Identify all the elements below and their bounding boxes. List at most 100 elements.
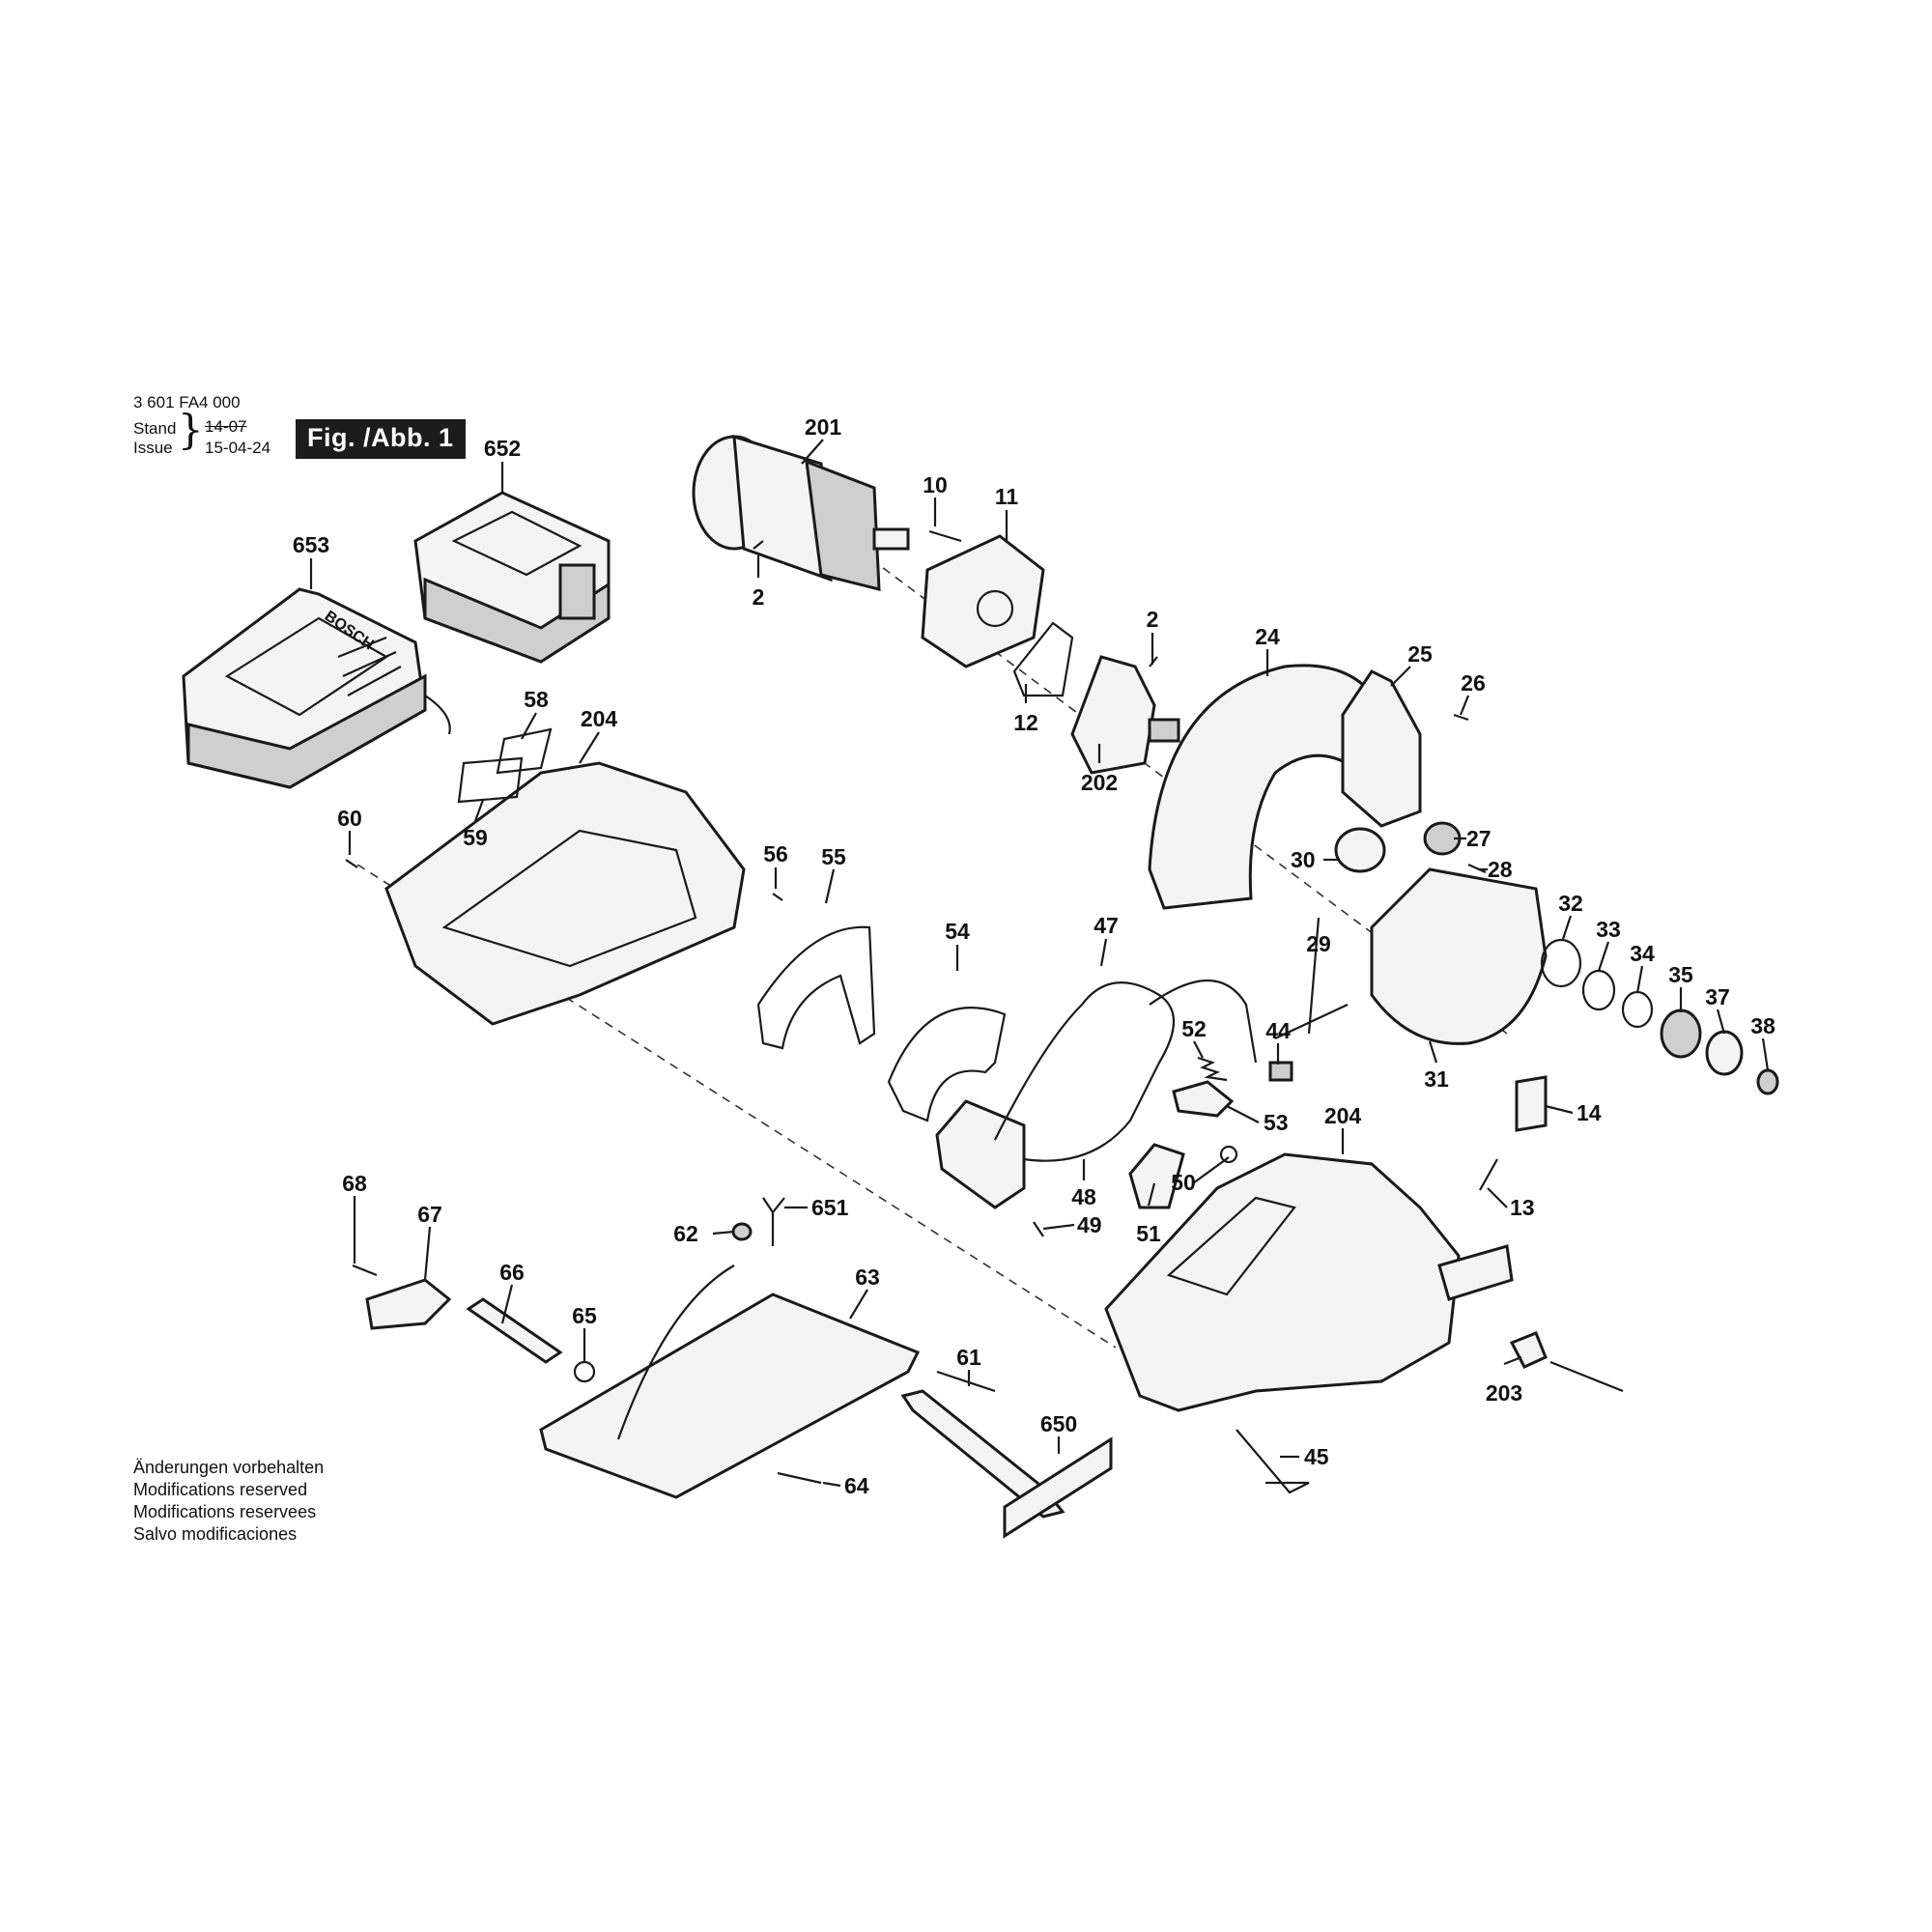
battery-pack-part <box>413 491 611 664</box>
screw-2a-part <box>753 540 764 550</box>
screw-10-part <box>928 529 962 543</box>
label-58: 58 <box>524 687 549 712</box>
screw-28-part <box>1467 863 1487 874</box>
circlip-part <box>1581 969 1616 1011</box>
label-24: 24 <box>1255 624 1280 649</box>
label-204a: 204 <box>581 706 618 731</box>
label-12: 12 <box>1013 710 1038 735</box>
modification-notes: Änderungen vorbehalten Modifications res… <box>133 1457 324 1546</box>
base-plate-part <box>539 1293 921 1499</box>
label-14: 14 <box>1577 1100 1602 1125</box>
washer-part <box>1621 990 1654 1029</box>
gear-housing-bore <box>976 589 1014 628</box>
label-47: 47 <box>1094 913 1119 938</box>
trigger-part <box>1128 1143 1185 1209</box>
label-68: 68 <box>342 1171 367 1196</box>
torsion-spring-part <box>1219 1145 1238 1164</box>
label-32: 32 <box>1558 891 1583 916</box>
issue-label: Issue <box>133 439 173 457</box>
ring-part <box>1540 938 1582 988</box>
screw-26-part <box>1453 713 1469 722</box>
label-35: 35 <box>1668 962 1693 987</box>
gearbox-part <box>1070 655 1156 775</box>
motor-part <box>692 434 910 591</box>
compression-spring-part <box>1197 1056 1228 1082</box>
label-54: 54 <box>945 919 970 944</box>
screw-part <box>777 1471 822 1485</box>
flange-part <box>1660 1009 1702 1059</box>
lock-off-button-part <box>1172 1080 1235 1118</box>
connector-part <box>1268 1061 1293 1082</box>
label-31: 31 <box>1424 1066 1449 1092</box>
gasket-part <box>1012 621 1074 697</box>
cable-holder-tip <box>1549 1360 1624 1393</box>
label-66: 66 <box>499 1260 525 1285</box>
assembly-axis-main <box>356 864 1117 1349</box>
label-10: 10 <box>923 472 948 497</box>
switch-part <box>935 1099 1026 1209</box>
label-26: 26 <box>1461 670 1486 696</box>
label-34: 34 <box>1630 941 1655 966</box>
label-45: 45 <box>1304 1444 1329 1469</box>
label-37: 37 <box>1705 984 1730 1009</box>
spring-rod-part <box>1274 1004 1349 1039</box>
note-fr: Modifications reservees <box>133 1502 317 1521</box>
figure-label: Fig. /Abb. 1 <box>296 419 466 459</box>
label-plate-part <box>496 727 553 775</box>
label-49: 49 <box>1077 1212 1102 1237</box>
label-64: 64 <box>844 1473 869 1498</box>
guard-bracket-part <box>1341 669 1422 828</box>
parallel-guide-fence-part <box>1003 1436 1113 1539</box>
label-653: 653 <box>293 532 329 557</box>
issue-date: 15-04-24 <box>205 439 271 457</box>
label-50: 50 <box>1171 1170 1196 1195</box>
bushing-part <box>1334 827 1386 873</box>
label-2a: 2 <box>753 584 765 610</box>
housing-shell-left-detail <box>441 829 697 968</box>
nameplate-part <box>457 756 524 804</box>
drawing-number: 3 601 FA4 000 <box>133 393 241 412</box>
stand-label: Stand <box>133 419 177 438</box>
label-27: 27 <box>1466 826 1492 851</box>
label-29: 29 <box>1306 931 1331 956</box>
note-en: Modifications reserved <box>133 1480 308 1499</box>
label-33: 33 <box>1596 917 1621 942</box>
label-202: 202 <box>1081 770 1118 795</box>
support-plate-part <box>887 1007 1007 1122</box>
parallel-guide-part <box>900 1389 1065 1519</box>
label-201: 201 <box>805 414 842 440</box>
label-53: 53 <box>1264 1110 1289 1135</box>
wing-screw-part <box>762 1197 785 1246</box>
gear-housing-part <box>921 534 1045 668</box>
screw-56-part <box>772 893 783 901</box>
label-2b: 2 <box>1147 607 1159 632</box>
label-63: 63 <box>855 1264 880 1290</box>
label-48: 48 <box>1071 1184 1096 1209</box>
hex-key-part <box>1236 1429 1310 1494</box>
brace-symbol: } <box>178 406 204 453</box>
clamping-lever-part <box>365 1278 452 1330</box>
pin-part <box>1033 1221 1044 1237</box>
label-13: 13 <box>1510 1195 1535 1220</box>
wire-lead-part <box>1149 979 1258 1064</box>
label-651: 651 <box>811 1195 849 1220</box>
knob-spring-part <box>1479 1158 1498 1191</box>
label-44: 44 <box>1265 1018 1291 1043</box>
charger-part: BOSCH <box>182 587 451 789</box>
washer-small-part <box>573 1360 596 1383</box>
label-38: 38 <box>1750 1013 1776 1038</box>
clamping-flange-part <box>1705 1030 1744 1076</box>
lower-blade-guard-part <box>1370 867 1548 1045</box>
label-62: 62 <box>673 1221 698 1246</box>
note-es: Salvo modificaciones <box>133 1524 298 1544</box>
label-61: 61 <box>956 1345 981 1370</box>
lever-screw-part <box>352 1264 378 1277</box>
bolt-part <box>936 1370 996 1393</box>
leader-lines <box>309 439 1770 1488</box>
spindle-part <box>1148 718 1180 743</box>
screw-60-part <box>345 859 358 868</box>
pin-sleeve-part <box>466 1297 563 1364</box>
label-25: 25 <box>1407 641 1433 667</box>
housing-grip-detail <box>1166 1196 1296 1296</box>
blade-bolt-part <box>1756 1068 1779 1095</box>
